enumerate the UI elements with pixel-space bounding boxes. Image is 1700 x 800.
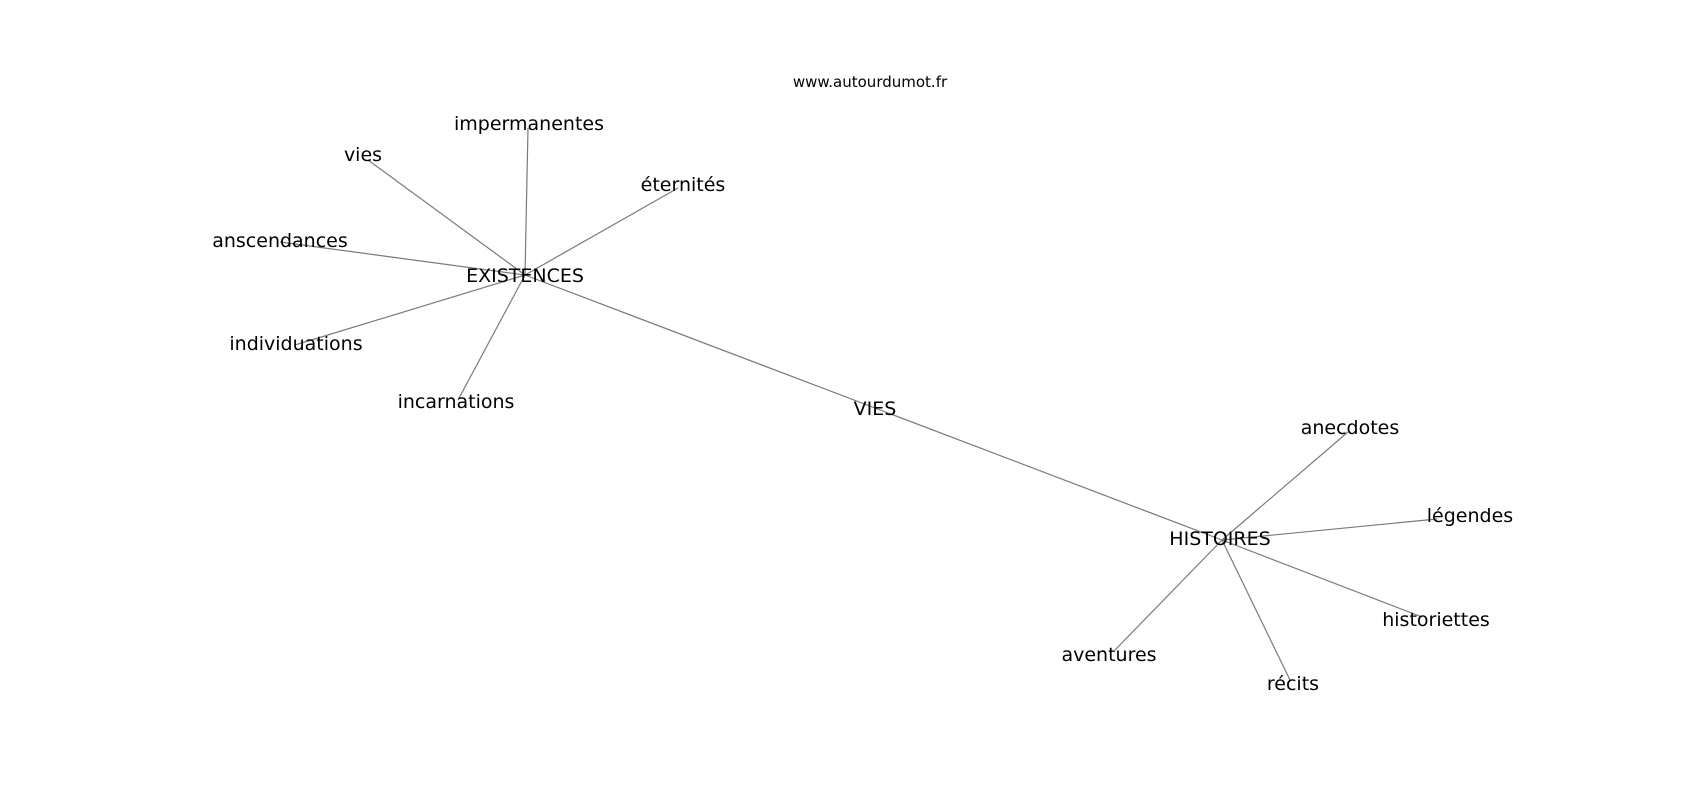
edge-histoires-recits bbox=[1221, 539, 1291, 681]
edge-histoires-legendes bbox=[1221, 518, 1438, 541]
node-label-existences: EXISTENCES bbox=[466, 265, 584, 287]
edge-existences-incarnations bbox=[457, 274, 526, 401]
edge-histoires-historiettes bbox=[1221, 539, 1423, 618]
edge-histoires-aventures bbox=[1114, 539, 1223, 651]
node-label-eternites: éternités bbox=[641, 174, 726, 196]
node-label-histoires: HISTOIRES bbox=[1169, 528, 1270, 550]
node-label-anscendances: anscendances bbox=[212, 230, 348, 252]
node-label-aventures: aventures bbox=[1061, 644, 1156, 666]
node-label-anecdotes: anecdotes bbox=[1301, 417, 1400, 439]
edge-histoires-anecdotes bbox=[1221, 431, 1349, 541]
node-label-recits: récits bbox=[1267, 673, 1319, 695]
edges bbox=[279, 127, 1438, 681]
node-label-impermanentes: impermanentes bbox=[454, 113, 604, 135]
node-label-vies_center: VIES bbox=[854, 398, 897, 420]
edge-existences-impermanentes bbox=[524, 127, 529, 276]
edge-existences-eternites bbox=[524, 187, 679, 276]
edge-existences-vies bbox=[367, 159, 526, 276]
node-label-incarnations: incarnations bbox=[398, 391, 515, 413]
edge-existences-vies_center bbox=[524, 274, 876, 409]
edge-existences-individuations bbox=[294, 274, 526, 346]
node-label-individuations: individuations bbox=[229, 333, 362, 355]
node-label-legendes: légendes bbox=[1427, 505, 1513, 527]
node-label-vies: vies bbox=[344, 144, 382, 166]
edge-vies_center-histoires bbox=[874, 407, 1223, 541]
source-url: www.autourdumot.fr bbox=[793, 73, 948, 91]
node-label-historiettes: historiettes bbox=[1382, 609, 1490, 631]
edge-existences-anscendances bbox=[279, 241, 526, 276]
nodes: VIES EXISTENCES HISTOIRES impermanentes vies… bbox=[212, 113, 1513, 695]
